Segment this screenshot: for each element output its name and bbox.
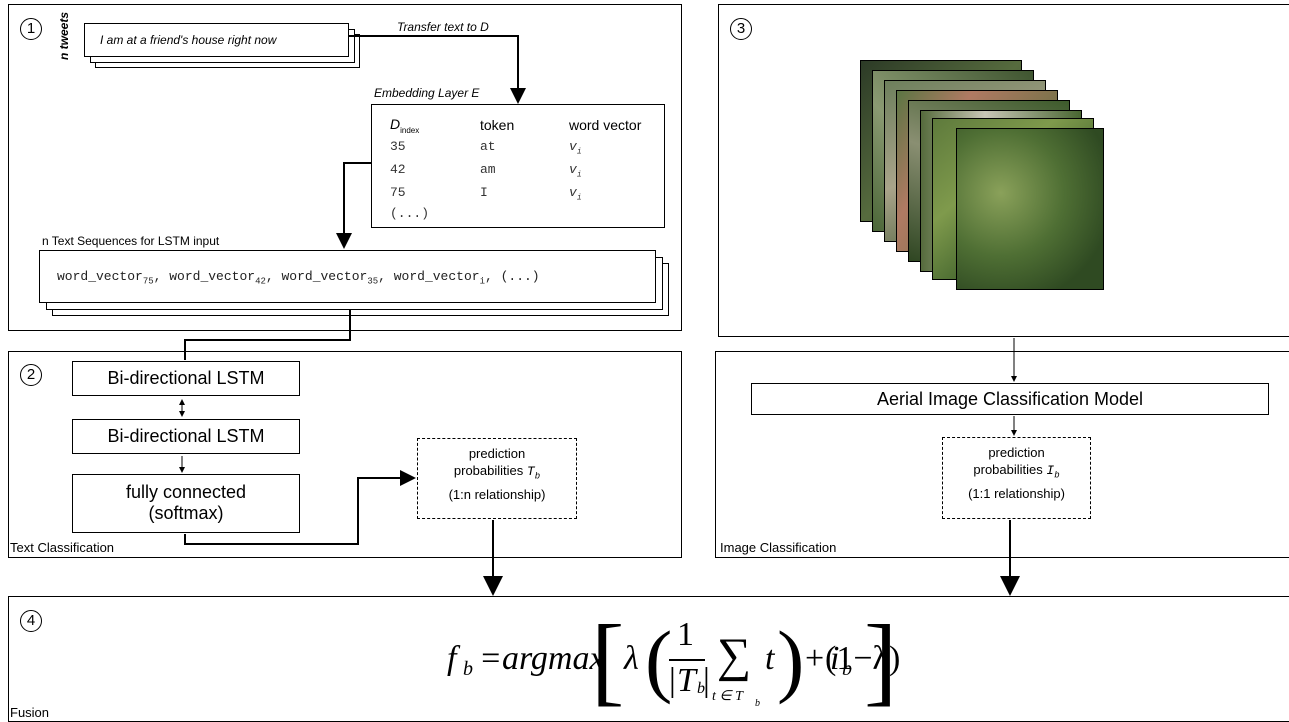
sequence-text: word_vector75, word_vector42, word_vecto… [57, 269, 540, 287]
row-vector-2: vi [569, 162, 582, 180]
row-vector-3: vi [569, 185, 582, 203]
row-index-2: 42 [390, 162, 406, 177]
panel-image-classification [715, 351, 1289, 558]
sequences-label: n Text Sequences for LSTM input [42, 234, 220, 248]
step-number-4: 4 [20, 610, 42, 632]
row-index-3: 75 [390, 185, 406, 200]
fusion-caption: Fusion [10, 705, 50, 720]
lstm-layer-2: Bi-directional LSTM [72, 419, 300, 454]
aerial-image-stack [860, 60, 1110, 290]
step-number-3: 3 [730, 18, 752, 40]
aerial-image [956, 128, 1104, 290]
fully-connected-layer: fully connected (softmax) [72, 474, 300, 533]
text-prediction-box: prediction probabilities Tb (1:n relatio… [417, 438, 577, 519]
row-token-3: I [480, 185, 488, 200]
row-token-2: am [480, 162, 496, 177]
row-vector-1: vi [569, 139, 582, 157]
sequence-card: word_vector75, word_vector42, word_vecto… [39, 250, 656, 303]
tweets-label: n tweets [57, 11, 71, 60]
embedding-table [371, 104, 665, 228]
transfer-label: Transfer text to D [397, 20, 489, 34]
col-header-index: Dindex [390, 116, 420, 135]
step-number-2: 2 [20, 364, 42, 386]
row-index-more: (...) [390, 206, 430, 221]
embedding-label: Embedding Layer E [374, 86, 480, 100]
row-token-1: at [480, 139, 496, 154]
tweet-text: I am at a friend's house right now [100, 33, 277, 47]
aerial-model-box: Aerial Image Classification Model [751, 383, 1269, 415]
fusion-formula-tail: i b ] [830, 604, 898, 715]
row-index-1: 35 [390, 139, 406, 154]
text-classification-caption: Text Classification [10, 540, 115, 555]
step-number-1: 1 [20, 18, 42, 40]
fusion-formula: f b =argmax [ λ ( 1 | T b | ∑ t ∈ T b t … [447, 604, 901, 715]
col-header-token: token [480, 117, 515, 133]
image-prediction-box: prediction probabilities Ib (1:1 relatio… [942, 437, 1091, 519]
panel-image-input [718, 4, 1289, 337]
col-header-vector: word vector [569, 117, 642, 133]
image-classification-caption: Image Classification [720, 540, 837, 555]
lstm-layer-1: Bi-directional LSTM [72, 361, 300, 396]
tweet-card: I am at a friend's house right now [84, 23, 349, 57]
